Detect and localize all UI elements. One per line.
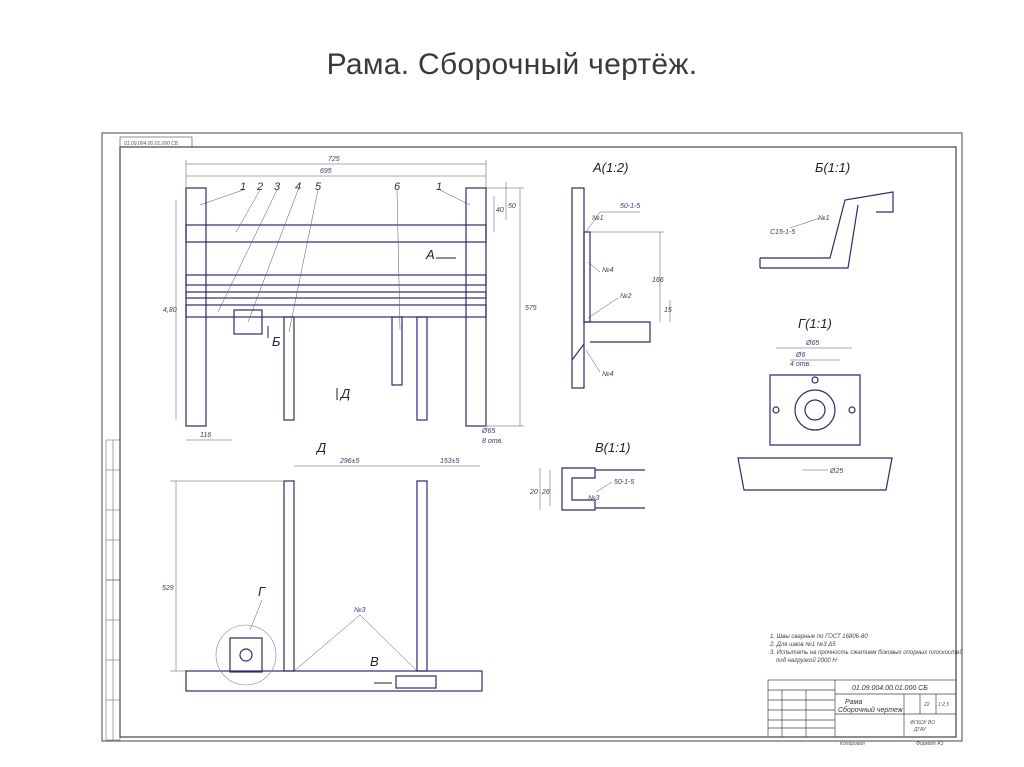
- note-1: 1. Швы сварные по ГОСТ 16806-80: [770, 634, 868, 640]
- title-block-name-1: Рама: [845, 699, 862, 706]
- title-block-name-2: Сборочный чертеж: [838, 706, 904, 714]
- section-a-weld-4: №4: [602, 267, 614, 274]
- view-d-dimensions: [170, 465, 480, 672]
- stamp-code: 01.09.004.00.01.000 СБ: [124, 141, 179, 147]
- part-4: 4: [295, 181, 301, 193]
- arrow-b-label: Б: [272, 334, 281, 349]
- title-block-format: Формат А3: [916, 741, 944, 747]
- section-g-label: Г(1:1): [798, 316, 832, 331]
- section-a-weld-spec: 50-1-5: [620, 203, 640, 210]
- section-g-holes: 4 отв.: [790, 361, 811, 368]
- note-3: 3. Испытать на прочность сжатием боковых…: [770, 649, 963, 656]
- title-block-code: 01.09.004.00.01.000 СБ: [852, 685, 928, 692]
- title-block: [767, 679, 957, 738]
- title-block-scale: 1:2,5: [938, 702, 949, 708]
- section-a-weld-1: №1: [592, 215, 604, 222]
- section-a-dim-1: 166: [652, 277, 664, 284]
- main-view-dimensions: [175, 160, 524, 441]
- section-b-leader: [789, 217, 821, 229]
- section-b-label: Б(1:1): [815, 160, 850, 175]
- arrow-d-label: Д: [339, 386, 350, 401]
- view-d-dim-top-left: 296±5: [339, 458, 360, 465]
- section-b-weld-spec: С15-1-5: [770, 229, 795, 236]
- dim-top-right-1: 40: [496, 207, 504, 214]
- dim-vertical: 4,80: [163, 307, 177, 314]
- section-b-weld: №1: [818, 215, 830, 222]
- section-v-dims: [539, 468, 613, 510]
- section-a-leaders: [585, 211, 671, 373]
- section-a-weld-4b: №4: [602, 371, 614, 378]
- view-d-dim-height: 529: [162, 585, 174, 592]
- part-2: 2: [256, 181, 263, 193]
- section-v: [561, 467, 645, 511]
- section-g-dim-hole: Ø25: [829, 468, 843, 475]
- section-g-dim-inner: Ø6: [795, 352, 805, 359]
- section-v-weld-spec: 50-1-5: [614, 479, 634, 486]
- dim-width-inner: 695: [320, 168, 332, 175]
- view-d-weld: №3: [354, 607, 366, 614]
- view-d-dim-top-right: 153±5: [440, 458, 460, 465]
- section-a-label: А(1:2): [592, 160, 628, 175]
- section-g: [737, 374, 893, 491]
- view-d: [185, 480, 483, 692]
- dim-width-outer: 725: [328, 156, 340, 163]
- view-d-label-v: В: [370, 654, 379, 669]
- dim-left-bottom: 116: [200, 432, 211, 439]
- section-g-dim-outer: Ø65: [805, 340, 819, 347]
- slide-title: Рама. Сборочный чертёж.: [326, 48, 698, 81]
- part-1-right: 1: [436, 181, 442, 193]
- title-block-org-2: ДГАУ: [913, 727, 927, 733]
- arrow-a-label: А: [425, 247, 435, 262]
- section-v-dim-1: 20: [529, 489, 538, 496]
- part-6: 6: [394, 181, 401, 193]
- section-g-dims: [776, 347, 852, 471]
- section-v-dim-2: 26: [541, 489, 550, 496]
- part-5: 5: [315, 181, 322, 193]
- dim-height: 575: [525, 305, 537, 312]
- left-margin-boxes: [105, 439, 121, 741]
- view-d-label-g: Г: [258, 584, 266, 599]
- dim-holes: 8 отв.: [482, 438, 503, 445]
- stamp-box: [119, 136, 193, 148]
- section-b: [759, 191, 894, 269]
- section-v-weld: №3: [588, 495, 600, 502]
- part-1-left: 1: [240, 181, 246, 193]
- section-v-label: В(1:1): [595, 440, 630, 455]
- part-3: 3: [274, 181, 281, 193]
- dim-top-right-2: 50: [508, 203, 516, 210]
- title-block-mass: 22: [923, 702, 930, 708]
- section-a: [571, 187, 651, 389]
- section-a-weld-2: №2: [620, 293, 632, 300]
- sheet-border: [101, 132, 963, 742]
- title-block-org-1: ФГБОУ ВО: [910, 720, 935, 726]
- view-d-label: Д: [315, 440, 326, 455]
- note-2: 2. Для швов №1 №3 Δ5: [769, 641, 836, 648]
- main-view: [185, 187, 487, 427]
- title-block-copied: Копировал: [840, 741, 865, 747]
- section-a-dim-2: 15: [664, 307, 672, 314]
- dim-section: Ø65: [481, 428, 495, 435]
- note-4: под нагрузкой 2000 Н: [776, 657, 837, 664]
